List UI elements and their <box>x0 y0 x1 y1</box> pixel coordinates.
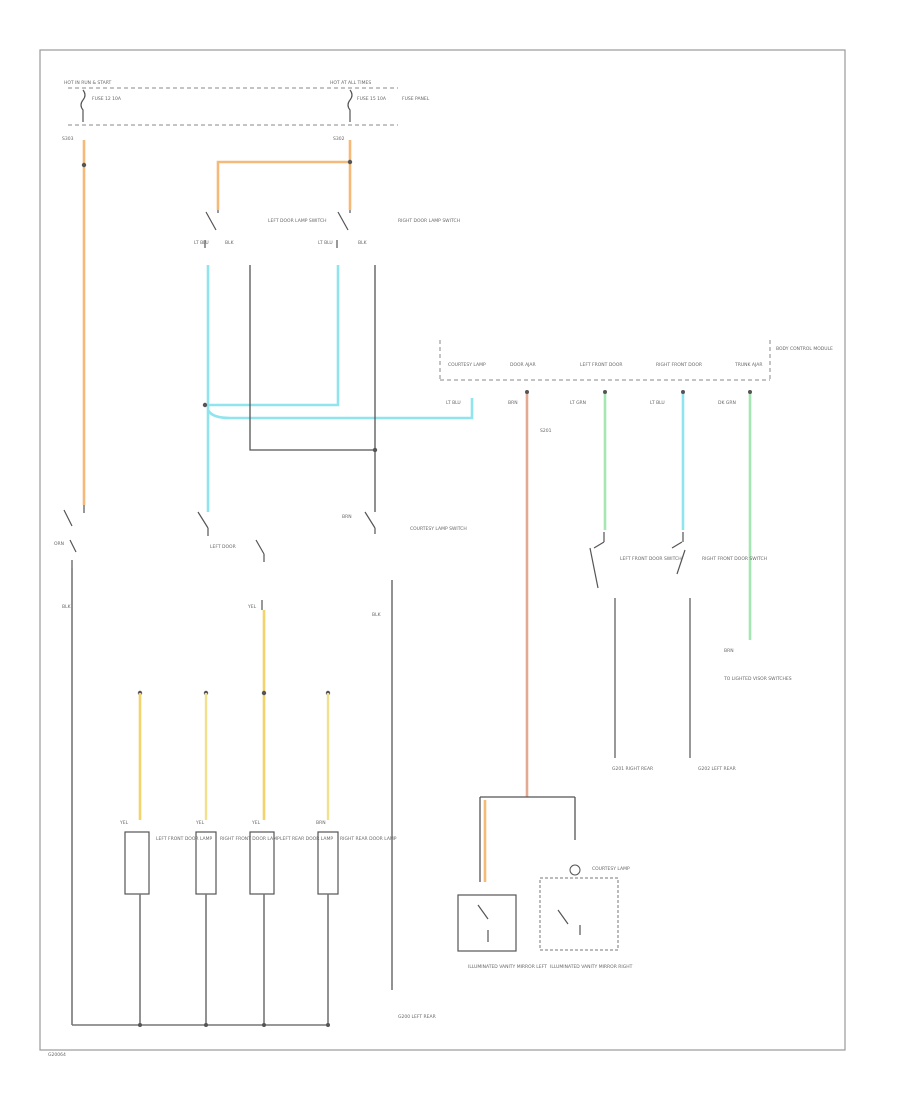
lh-lt-blu: LT BLU <box>194 240 209 246</box>
door-sw-l-label: LEFT DOOR <box>210 544 236 550</box>
module-pin-dot <box>525 390 529 394</box>
rh-blk: BLK <box>358 240 368 246</box>
conn-d-label: LT BLU <box>650 400 665 406</box>
module-pin-1: COURTESY LAMP <box>448 362 486 368</box>
visor-l-label: ILLUMINATED VANITY MIRROR LEFT <box>468 964 547 970</box>
fuse-panel-label: FUSE PANEL <box>402 96 430 102</box>
module-pin-dot <box>681 390 685 394</box>
lh-blk: BLK <box>225 240 235 246</box>
courtesy-sw-label: COURTESY LAMP SWITCH <box>410 526 467 532</box>
ground-dot <box>204 1023 208 1027</box>
hot-right-label: HOT AT ALL TIMES <box>330 80 371 86</box>
ylw3-label: YEL <box>195 820 205 826</box>
module-pin-4: RIGHT FRONT DOOR <box>656 362 702 368</box>
lh-door-switch-icon <box>204 210 219 248</box>
lamp-icon <box>569 864 581 876</box>
orn-label: ORN <box>54 541 64 547</box>
rf-door-sw-label: RIGHT FRONT DOOR SWITCH <box>702 556 767 562</box>
wire-cyan-rh <box>208 265 340 407</box>
splice-dot <box>372 447 378 453</box>
lamp-3-label: LEFT REAR DOOR LAMP <box>280 836 333 842</box>
module-pin-dot <box>748 390 752 394</box>
brn4-label: BRN <box>724 648 734 654</box>
ground-3-label: G202 LEFT REAR <box>698 766 736 772</box>
wire-right-orange <box>216 140 352 210</box>
lf-door-sw-label: LEFT FRONT DOOR SWITCH <box>620 556 682 562</box>
splice-label: S201 <box>540 428 552 434</box>
conn-c-label: LT GRN <box>570 400 586 406</box>
diagram-frame <box>39 49 846 1051</box>
conn-a-label: LT BLU <box>446 400 461 406</box>
door-switch-r-icon <box>255 539 265 610</box>
blk4-label: BLK <box>372 612 382 618</box>
fuse-left-icon <box>80 89 86 122</box>
module-label: BODY CONTROL MODULE <box>776 346 833 352</box>
hot-left-label: HOT IN RUN & START <box>64 80 112 86</box>
page-id: G20064 <box>48 1052 66 1058</box>
visor-r-label: ILLUMINATED VANITY MIRROR RIGHT <box>550 964 633 970</box>
fuse-right-label: FUSE 15 10A <box>357 96 387 102</box>
brn3-label: BRN <box>316 820 326 826</box>
visor-left-box <box>457 894 517 952</box>
wire-top-right: S302 <box>333 136 345 142</box>
courtesy-switch-l-icon <box>63 505 85 568</box>
splice-dot <box>81 162 87 168</box>
lamp-top-dot <box>261 690 267 696</box>
courtesy-switch-r-icon <box>364 511 376 534</box>
ground-dot <box>262 1023 266 1027</box>
rh-door-switch-icon <box>336 210 351 248</box>
ground-1-label: G200 LEFT REAR <box>398 1014 436 1020</box>
trunk-sw-label: TO LIGHTED VISOR SWITCHES <box>723 676 792 682</box>
module-pin-dot <box>603 390 607 394</box>
ylw2-label: YEL <box>119 820 129 826</box>
lamp-1-label: LEFT FRONT DOOR LAMP <box>156 836 213 842</box>
brn2-label: BRN <box>342 514 352 520</box>
fuse-right-icon <box>347 89 353 122</box>
lamp-3-box <box>249 831 275 895</box>
module-pin-3: LEFT FRONT DOOR <box>580 362 623 368</box>
courtesy-lamp-label: COURTESY LAMP <box>592 866 630 872</box>
splice-dot <box>202 402 208 408</box>
door-switch-l-icon <box>197 511 209 536</box>
wire-cyan-bus <box>206 398 474 420</box>
ground-dot <box>138 1023 142 1027</box>
ylw1-label: YEL <box>247 604 257 610</box>
visor-right-box <box>539 877 619 951</box>
ground-dot <box>326 1023 330 1027</box>
module-pin-5: TRUNK AJAR <box>734 362 762 368</box>
ylw4-label: YEL <box>251 820 261 826</box>
rf-door-switch-icon <box>671 532 691 758</box>
rh-lamp-switch-label: RIGHT DOOR LAMP SWITCH <box>398 218 460 224</box>
conn-e-label: DK GRN <box>718 400 736 406</box>
wire-lower-fanout <box>479 796 576 882</box>
fuse-left-label: FUSE 12 10A <box>92 96 122 102</box>
lamp-1-box <box>124 831 150 895</box>
rh-lt-blu: LT BLU <box>318 240 333 246</box>
lh-lamp-switch-label: LEFT DOOR LAMP SWITCH <box>268 218 327 224</box>
conn-b-label: BRN <box>508 400 518 406</box>
ground-2-label: G201 RIGHT REAR <box>612 766 653 772</box>
blk3-label: BLK <box>62 604 72 610</box>
splice-dot <box>347 159 353 165</box>
visor-left-switch-icon <box>477 904 489 942</box>
wire-top-left: S303 <box>62 136 74 142</box>
module-pin-2: DOOR AJAR <box>510 362 536 368</box>
visor-right-switch-icon <box>557 909 581 935</box>
wire-blk-lh <box>249 265 375 451</box>
lf-door-switch-icon <box>589 532 616 758</box>
lamp-4-label: RIGHT REAR DOOR LAMP <box>340 836 397 842</box>
